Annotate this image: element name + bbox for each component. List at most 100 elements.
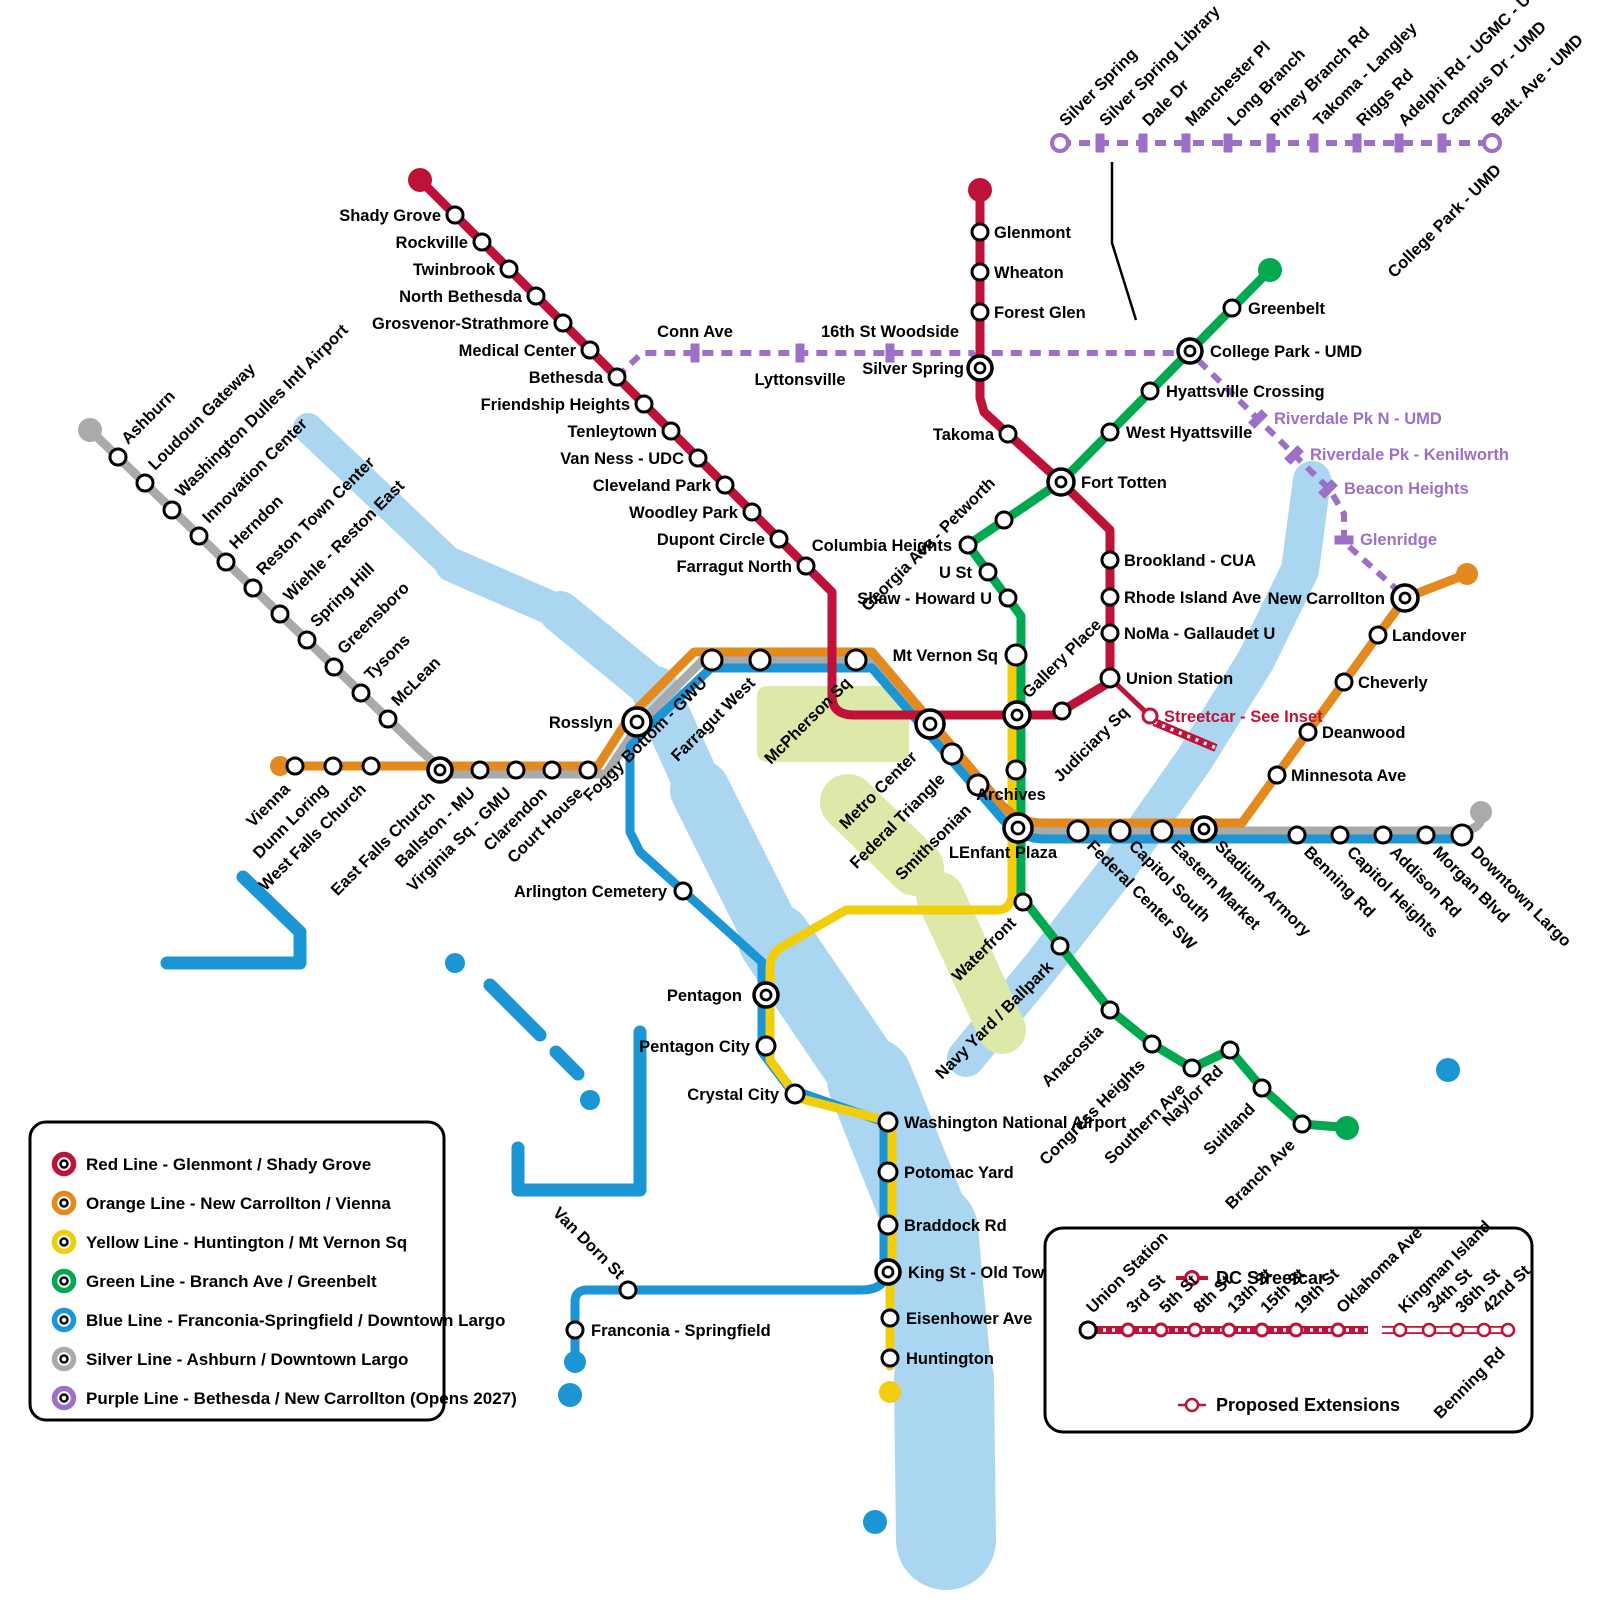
station-marker	[243, 578, 263, 598]
station-marker	[1099, 667, 1121, 689]
station-pentagon: Pentagon	[667, 981, 780, 1009]
station-marker	[1330, 1322, 1346, 1338]
purple-station-lyttonsville: Lyttonsville	[754, 343, 846, 389]
station-marker	[755, 1035, 777, 1057]
interchange-marker-inner	[1010, 708, 1024, 722]
orange-terminal-dot	[1456, 563, 1478, 585]
station-marker	[270, 604, 290, 624]
station-marker	[361, 756, 381, 776]
station-label-lyttonsville: Lyttonsville	[754, 371, 845, 389]
station-marker	[1476, 1322, 1492, 1338]
station-marker	[1004, 643, 1028, 667]
purple-terminal-marker	[1482, 133, 1502, 153]
station-lenfant-plaza: LEnfant Plaza	[949, 812, 1058, 862]
station-marker	[700, 648, 724, 672]
station-marker	[1100, 550, 1120, 570]
station-label-friendship-heights: Friendship Heights	[481, 396, 630, 414]
orange-terminal-dot	[270, 756, 290, 776]
station-tenleytown: Tenleytown	[567, 421, 681, 441]
station-label-glenmont: Glenmont	[994, 224, 1072, 242]
station-label-medical-center: Medical Center	[459, 342, 577, 360]
station-marker	[877, 1214, 899, 1236]
station-landover: Landover	[1368, 625, 1467, 645]
station-label-north-bethesda: North Bethesda	[399, 288, 523, 306]
station-label-new-carrollton: New Carrollton	[1268, 590, 1385, 608]
creek	[483, 978, 547, 1042]
station-marker	[1108, 819, 1132, 843]
pond	[445, 953, 465, 973]
interchange-marker-inner	[922, 716, 938, 732]
station-label-college-park-umd: College Park - UMD	[1210, 343, 1362, 361]
station-marker	[324, 657, 344, 677]
station-marker	[1288, 1322, 1304, 1338]
station-marker	[578, 760, 598, 780]
station-marker	[470, 760, 490, 780]
green-terminal-dot	[1258, 258, 1282, 282]
streetcar-see-inset-label: Streetcar - See Inset	[1164, 708, 1323, 726]
station-marker	[162, 500, 182, 520]
interchange-marker-inner	[433, 763, 447, 777]
station-fort-totten: Fort Totten	[1046, 467, 1167, 497]
station-marker	[715, 475, 735, 495]
purple-station-riverdale-pk-n-umd: Riverdale Pk N - UMD	[1248, 409, 1442, 429]
creek	[511, 1025, 647, 1197]
station-marker	[970, 262, 990, 282]
interchange-marker-inner	[881, 1265, 895, 1279]
purple-line-marker-inner	[59, 1393, 69, 1403]
station-label-archives: Archives	[976, 786, 1046, 804]
station-label-riverdale-pk-n-umd: Riverdale Pk N - UMD	[1274, 410, 1442, 428]
station-marker	[1330, 825, 1350, 845]
yellow-terminal-dot	[879, 1381, 901, 1403]
station-label-farragut-north: Farragut North	[677, 558, 793, 576]
station-marker	[472, 232, 492, 252]
station-marker	[1500, 1322, 1516, 1338]
yellow-line-marker-inner	[59, 1237, 69, 1247]
station-shaw-howard-u: Shaw - Howard U	[857, 588, 1018, 608]
park-area	[916, 872, 1026, 1054]
station-arlington-cemetery: Arlington Cemetery	[514, 881, 693, 901]
station-marker	[844, 648, 868, 672]
station-label-braddock-rd: Braddock Rd	[904, 1217, 1007, 1235]
station-marker	[1298, 722, 1318, 742]
station-label-takoma: Takoma	[933, 426, 995, 444]
interchange-marker-inner	[1398, 591, 1412, 605]
station-van-ness-udc: Van Ness - UDC	[560, 448, 708, 468]
station-braddock-rd: Braddock Rd	[877, 1214, 1007, 1236]
station-marker	[742, 502, 762, 522]
station-label-silver-spring: Silver Spring	[862, 360, 964, 378]
station-marker	[553, 313, 573, 333]
station-label-greenbelt: Greenbelt	[1248, 300, 1326, 318]
station-label-west-hyattsville: West Hyattsville	[1126, 424, 1252, 442]
station-marker	[135, 473, 155, 493]
station-marker	[970, 222, 990, 242]
station-hyattsville-crossing: Hyattsville Crossing	[1140, 381, 1325, 401]
station-label-rhode-island-ave: Rhode Island Ave	[1124, 589, 1261, 607]
red-line-path	[415, 175, 1115, 720]
purple-station-marker	[690, 343, 700, 363]
station-potomac-yard: Potomac Yard	[877, 1161, 1014, 1183]
interchange-marker-inner	[1197, 822, 1211, 836]
station-marker	[970, 302, 990, 322]
station-noma-gallaudet-u: NoMa - Gallaudet U	[1100, 623, 1275, 643]
station-label-columbia-heights: Columbia Heights	[812, 537, 952, 555]
purple-station-glenridge: Glenridge	[1334, 531, 1437, 549]
station-union-station: Union Station	[1099, 667, 1233, 689]
legend-item-yellow-line: Yellow Line - Huntington / Mt Vernon Sq	[51, 1229, 407, 1255]
legend-label-orange-line: Orange Line - New Carrollton / Vienna	[86, 1194, 391, 1213]
river	[947, 461, 1331, 1077]
inset-connector-line	[1110, 162, 1138, 321]
station-label-tenleytown: Tenleytown	[567, 423, 657, 441]
proposed-extensions-marker-dot	[1184, 1397, 1200, 1413]
station-label-forest-glen: Forest Glen	[994, 304, 1086, 322]
station-label-conn-ave: Conn Ave	[657, 323, 733, 341]
station-grosvenor-strathmore: Grosvenor-Strathmore	[372, 313, 573, 333]
station-marker	[1050, 936, 1070, 956]
station-cleveland-park: Cleveland Park	[593, 475, 735, 495]
station-marker	[661, 421, 681, 441]
station-brookland-cua: Brookland - CUA	[1100, 550, 1256, 570]
interchange-marker-inner	[1183, 344, 1197, 358]
pond	[1436, 1058, 1460, 1082]
station-marker	[526, 286, 546, 306]
station-mt-vernon-sq: Mt Vernon Sq	[893, 643, 1028, 667]
purple-station-marker	[1248, 409, 1268, 429]
